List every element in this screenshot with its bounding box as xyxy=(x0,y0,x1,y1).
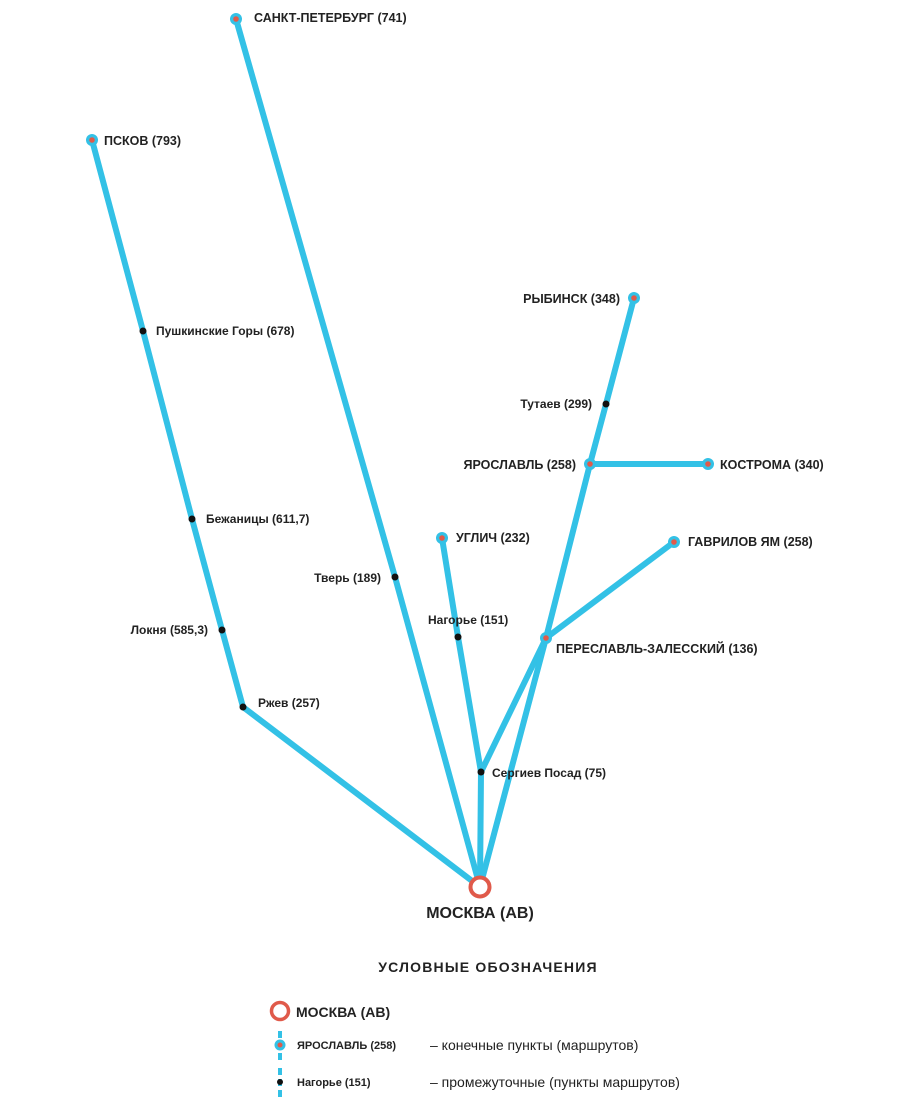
label-uglich: УГЛИЧ (232) xyxy=(456,531,530,545)
label-pereslavl: ПЕРЕСЛАВЛЬ-ЗАЛЕССКИЙ (136) xyxy=(556,641,758,656)
route-line-moscow-spb xyxy=(233,18,483,888)
route-line-moscow-pskov xyxy=(89,139,482,890)
stop-sergiev-dot[interactable] xyxy=(477,768,485,776)
stop-rzhev-dot[interactable] xyxy=(239,703,247,711)
station-yaroslavl[interactable] xyxy=(584,458,596,470)
stop-tver-dot[interactable] xyxy=(391,573,399,581)
station-kostroma[interactable] xyxy=(702,458,714,470)
legend-hub-label: МОСКВА (АВ) xyxy=(296,1004,390,1020)
label-gavrilov-yam: ГАВРИЛОВ ЯМ (258) xyxy=(688,535,813,549)
route-line-moscow-uglich xyxy=(439,537,485,888)
label-bezhan: Бежаницы (611,7) xyxy=(206,512,309,526)
label-yaroslavl: ЯРОСЛАВЛЬ (258) xyxy=(463,458,576,472)
stop-loknya-dot[interactable] xyxy=(218,626,226,634)
terminal-stations xyxy=(86,13,714,644)
label-kostroma: КОСТРОМА (340) xyxy=(720,458,824,472)
station-labels: САНКТ-ПЕТЕРБУРГ (741) ПСКОВ (793) РЫБИНС… xyxy=(104,11,824,922)
stop-bezhan-dot[interactable] xyxy=(188,515,196,523)
label-tver: Тверь (189) xyxy=(314,571,381,585)
label-loknya: Локня (585,3) xyxy=(131,623,208,637)
legend-intermediate-desc: – промежуточные (пункты маршрутов) xyxy=(430,1074,680,1090)
label-pushkin: Пушкинские Горы (678) xyxy=(156,324,294,338)
legend-title: УСЛОВНЫЕ ОБОЗНАЧЕНИЯ xyxy=(378,959,598,975)
label-moscow-hub: МОСКВА (АВ) xyxy=(426,905,534,922)
station-pereslavl[interactable] xyxy=(540,632,552,644)
legend-intermediate-example: Нагорье (151) xyxy=(297,1077,371,1089)
station-uglich[interactable] xyxy=(436,532,448,544)
legend-terminal-symbol xyxy=(274,1031,286,1060)
stop-pushkin-dot[interactable] xyxy=(139,327,147,335)
label-pskov: ПСКОВ (793) xyxy=(104,134,181,148)
label-spb: САНКТ-ПЕТЕРБУРГ (741) xyxy=(254,11,407,25)
legend: УСЛОВНЫЕ ОБОЗНАЧЕНИЯ МОСКВА (АВ) ЯРОСЛАВ… xyxy=(269,959,680,1097)
label-sergiev: Сергиев Посад (75) xyxy=(492,766,606,780)
stop-tutaev-dot[interactable] xyxy=(602,400,610,408)
hub-moscow-marker[interactable] xyxy=(468,875,492,899)
label-rybinsk: РЫБИНСК (348) xyxy=(523,292,620,306)
route-lines xyxy=(89,18,708,890)
route-line-pereslavl-gavrilov xyxy=(544,539,676,641)
legend-terminal-example: ЯРОСЛАВЛЬ (258) xyxy=(297,1040,396,1052)
intermediate-stops xyxy=(139,327,610,776)
route-line-sergiev-pereslavl xyxy=(478,636,549,774)
legend-intermediate-symbol xyxy=(277,1068,283,1097)
station-pskov[interactable] xyxy=(86,134,98,146)
label-nagorye: Нагорье (151) xyxy=(428,613,508,627)
legend-hub-marker xyxy=(269,1000,291,1022)
stop-nagorye-dot[interactable] xyxy=(454,633,462,641)
station-rybinsk[interactable] xyxy=(628,292,640,304)
label-tutaev: Тутаев (299) xyxy=(520,397,592,411)
station-spb[interactable] xyxy=(230,13,242,25)
legend-terminal-desc: – конечные пункты (маршрутов) xyxy=(430,1037,638,1053)
label-rzhev: Ржев (257) xyxy=(258,696,320,710)
station-gavrilov-yam[interactable] xyxy=(668,536,680,548)
